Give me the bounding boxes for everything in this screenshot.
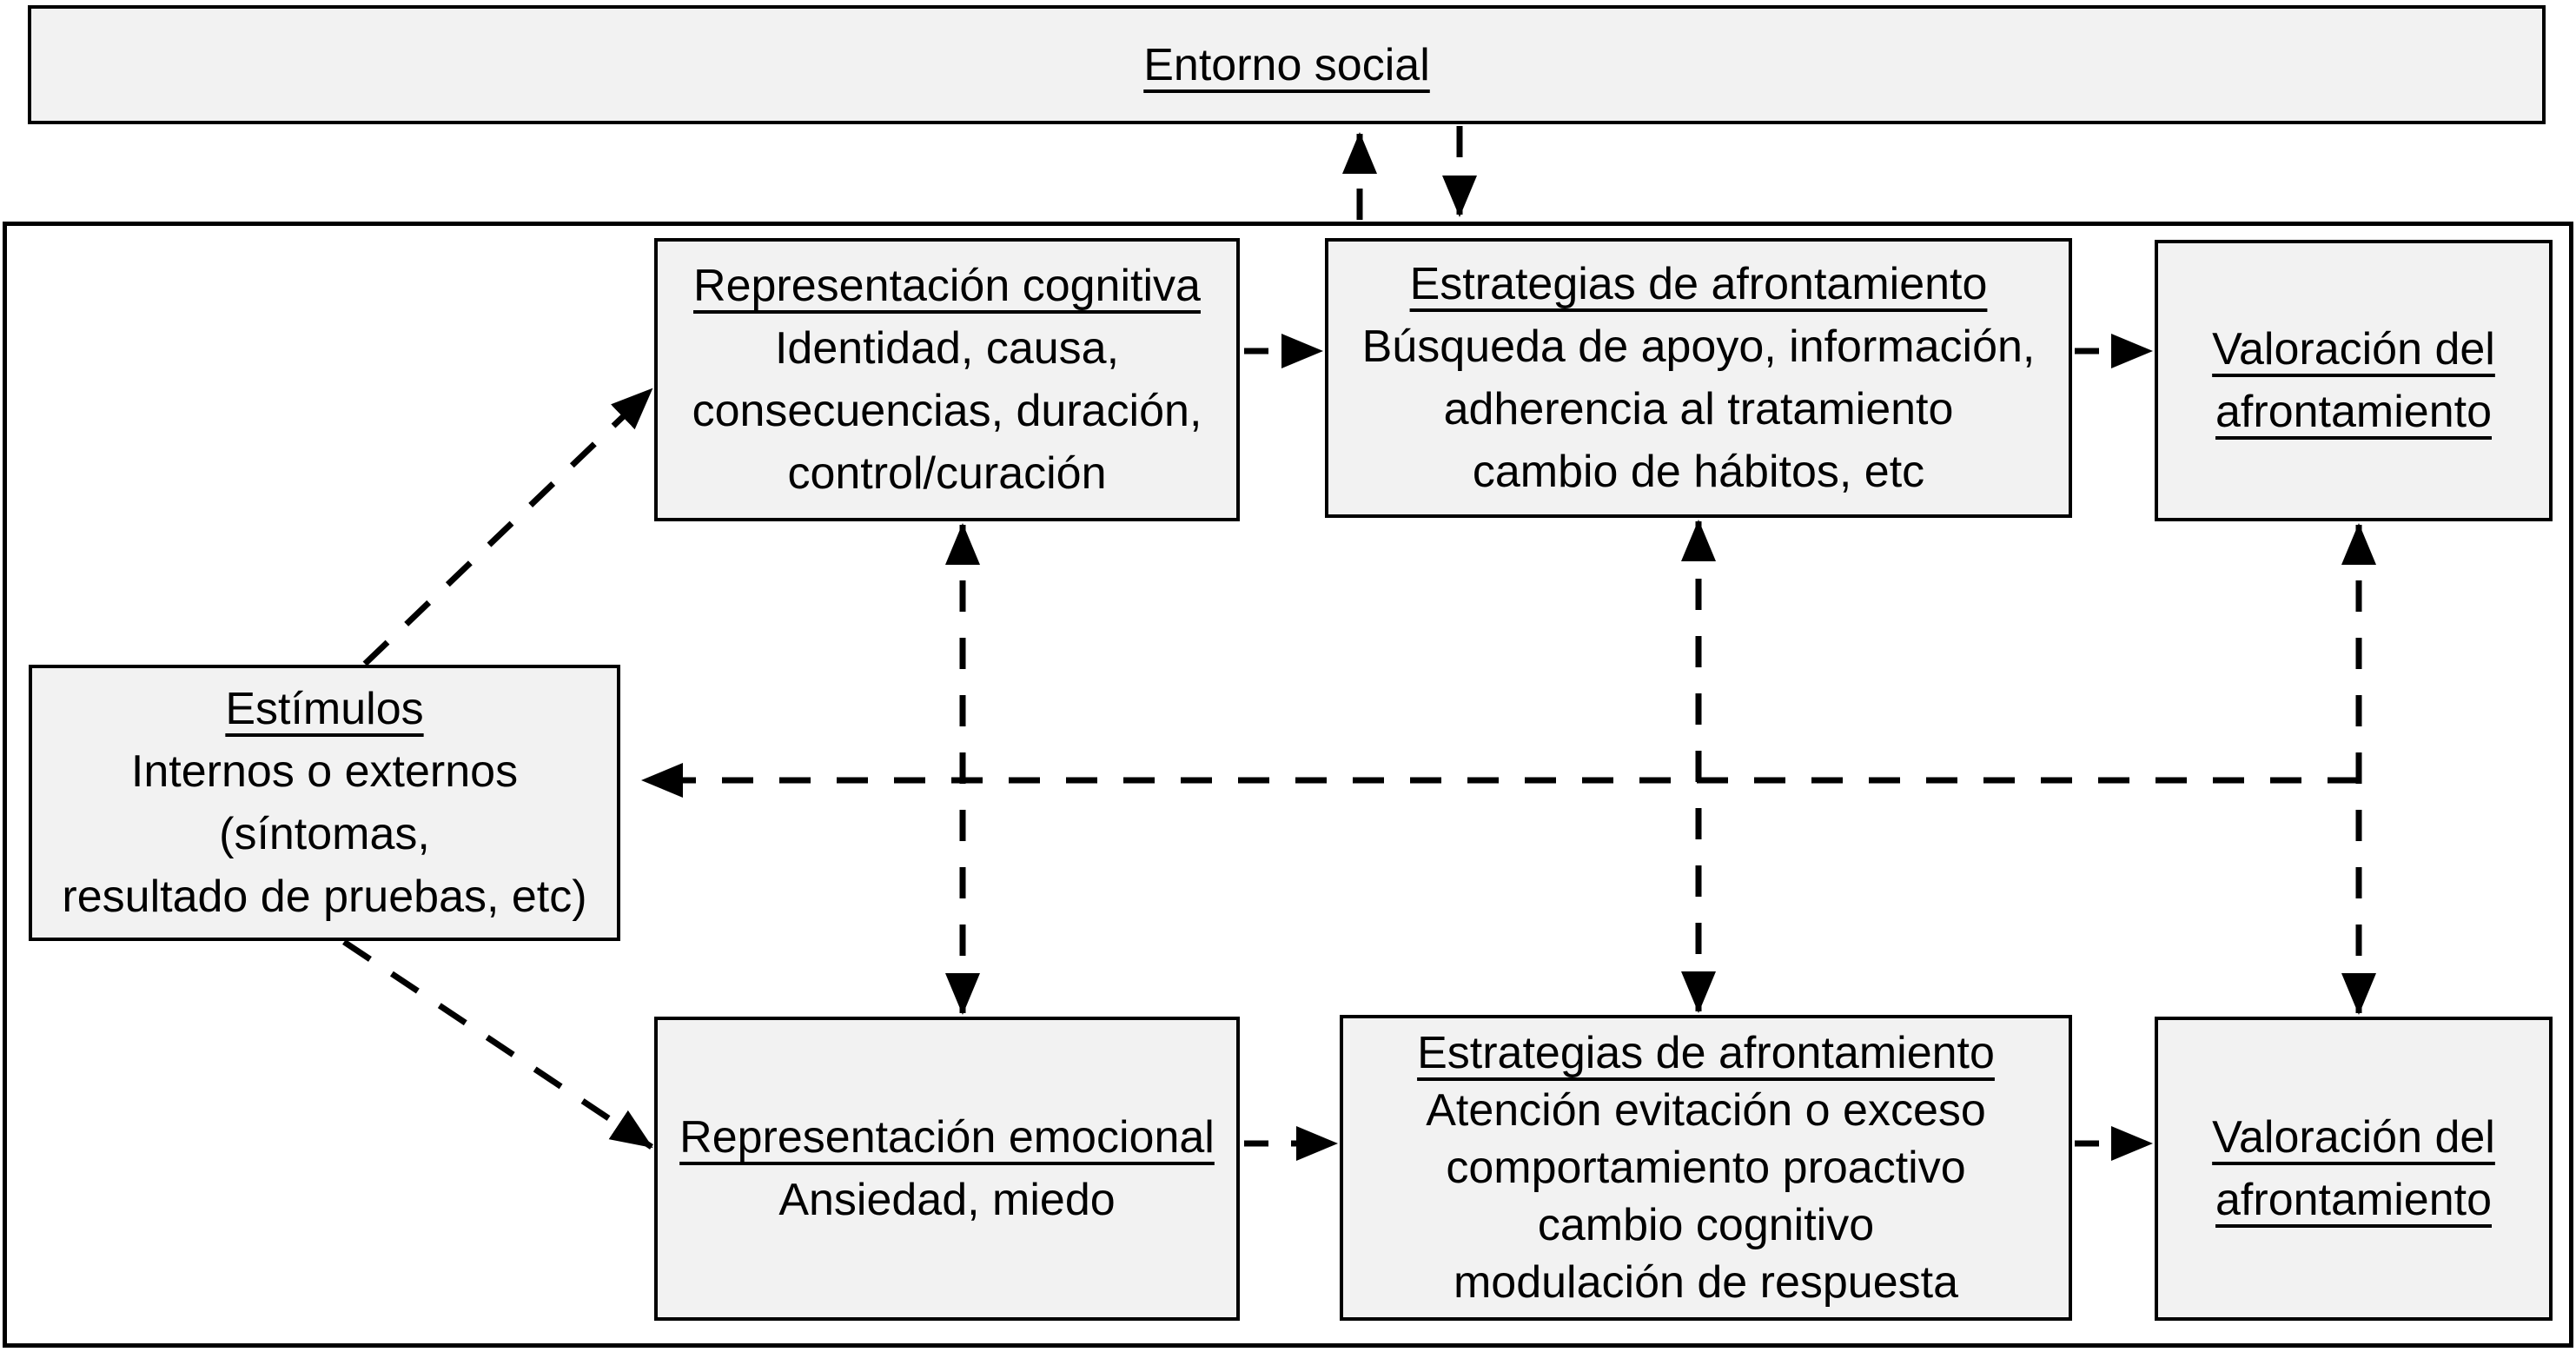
representacion-cognitiva-line: Identidad, causa, xyxy=(774,323,1120,374)
estrategias-inferior-title: Estrategias de afrontamiento xyxy=(1417,1028,1995,1078)
valoracion-superior-title: afrontamiento xyxy=(2215,387,2492,437)
representacion-cognitiva-line: control/curación xyxy=(787,448,1107,499)
estimulos-line: (síntomas, xyxy=(219,809,430,859)
estimulos-title: Estímulos xyxy=(225,684,424,734)
representacion-emocional-line: Ansiedad, miedo xyxy=(778,1175,1116,1225)
valoracion-inferior-title: afrontamiento xyxy=(2215,1175,2492,1225)
box-valoracion-inferior: Valoración del afrontamiento xyxy=(2155,1017,2553,1321)
entorno-social-title: Entorno social xyxy=(1143,39,1430,90)
estrategias-superior-title: Estrategias de afrontamiento xyxy=(1409,259,1988,309)
estrategias-superior-line: Búsqueda de apoyo, información, xyxy=(1361,321,2036,372)
representacion-emocional-title: Representación emocional xyxy=(679,1112,1215,1163)
box-representacion-emocional: Representación emocional Ansiedad, miedo xyxy=(654,1017,1240,1321)
box-estrategias-afrontamiento-superior: Estrategias de afrontamiento Búsqueda de… xyxy=(1325,238,2072,518)
representacion-cognitiva-line: consecuencias, duración, xyxy=(692,386,1202,436)
valoracion-inferior-title: Valoración del xyxy=(2212,1112,2495,1163)
representacion-cognitiva-title: Representación cognitiva xyxy=(693,261,1201,311)
valoracion-superior-title: Valoración del xyxy=(2212,324,2495,374)
box-estimulos: Estímulos Internos o externos (síntomas,… xyxy=(29,665,620,941)
box-valoracion-superior: Valoración del afrontamiento xyxy=(2155,240,2553,521)
estrategias-inferior-line: Atención evitación o exceso xyxy=(1426,1085,1986,1136)
main-frame xyxy=(3,222,2573,1348)
estimulos-line: resultado de pruebas, etc) xyxy=(62,872,587,922)
estrategias-inferior-line: comportamiento proactivo xyxy=(1446,1143,1966,1193)
box-representacion-cognitiva: Representación cognitiva Identidad, caus… xyxy=(654,238,1240,521)
estrategias-superior-line: cambio de hábitos, etc xyxy=(1472,447,1925,497)
estimulos-line: Internos o externos xyxy=(130,746,519,797)
estrategias-inferior-line: cambio cognitivo xyxy=(1537,1200,1875,1250)
box-entorno-social: Entorno social xyxy=(28,5,2546,124)
estrategias-inferior-line: modulación de respuesta xyxy=(1453,1257,1959,1308)
box-estrategias-afrontamiento-inferior: Estrategias de afrontamiento Atención ev… xyxy=(1340,1015,2072,1321)
estrategias-superior-line: adherencia al tratamiento xyxy=(1443,384,1954,434)
